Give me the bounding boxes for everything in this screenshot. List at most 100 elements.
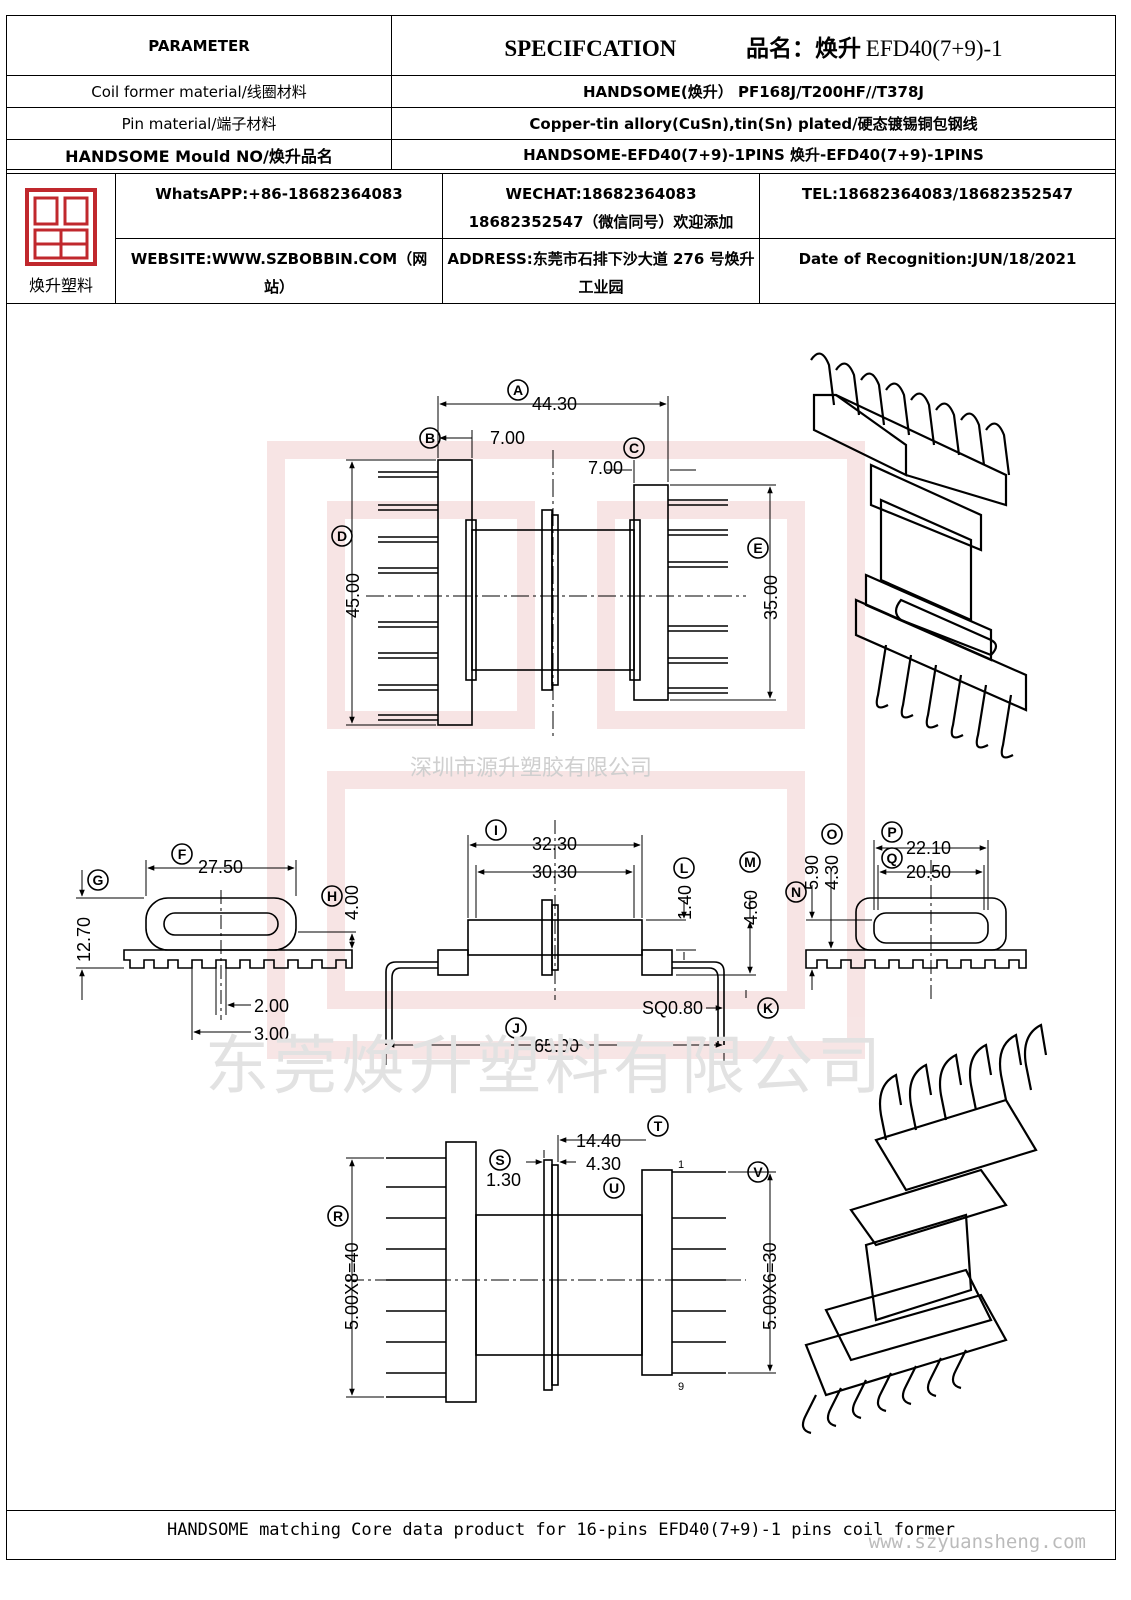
- header-table: PARAMETER SPECIFCATION 品名：焕升 EFD40(7+9)-…: [6, 15, 1116, 170]
- company-info-table: 焕升塑料 WhatsAPP:+86-18682364083 WECHAT:186…: [6, 173, 1116, 304]
- coil-material-value: HANDSOME(焕升） PF168J/T200HF//T378J: [391, 75, 1116, 108]
- spec-title: SPECIFCATION: [504, 35, 677, 61]
- callout-p-circle: [881, 821, 903, 843]
- callout-c-circle: [623, 437, 645, 459]
- callout-u-circle: [603, 1177, 625, 1199]
- product-prefix: 品名：焕升: [745, 35, 861, 61]
- dim-f-value: 27.50: [198, 857, 243, 877]
- dim-b-value: 7.00: [490, 428, 525, 448]
- parameter-heading: PARAMETER: [6, 15, 392, 76]
- dim-v-value: 5.00X6=30: [760, 1242, 780, 1330]
- callout-k-circle: [757, 997, 779, 1019]
- dim-n-value: 5.90: [802, 855, 822, 890]
- callout-r-circle: [327, 1205, 349, 1227]
- callout-j-label: J: [512, 1020, 520, 1036]
- top-left-pins: [378, 471, 438, 721]
- technical-drawing: 44.30 7.00 7.00 45.00 35.00 27.50 12.70 …: [6, 300, 1116, 1510]
- iso-view-bottom: [801, 1023, 1048, 1435]
- side-view-left: [76, 860, 356, 1040]
- dim-m-value: 4.60: [741, 890, 761, 925]
- callout-m-label: M: [744, 854, 756, 870]
- footer-url: www.szyuansheng.com: [868, 1531, 1086, 1553]
- callout-b-label: B: [425, 430, 435, 446]
- dim-a-value: 44.30: [532, 394, 577, 414]
- top-view: [346, 396, 776, 740]
- callout-d-circle: [331, 525, 353, 547]
- dim-i-value: 32.30: [532, 834, 577, 854]
- pin-material-label: Pin material/端子材料: [6, 107, 392, 140]
- dim-d-value: 45.00: [343, 573, 363, 618]
- callout-o-label: O: [827, 826, 838, 842]
- callout-j-circle: [505, 1017, 527, 1039]
- callout-s-circle: [489, 1149, 511, 1171]
- spec-heading: SPECIFCATION 品名：焕升 EFD40(7+9)-1: [391, 15, 1116, 76]
- callout-q-circle: [881, 847, 903, 869]
- logo-cell: 焕升塑料: [6, 173, 116, 304]
- dim-g-value: 12.70: [74, 917, 94, 962]
- callout-a-circle: [507, 379, 529, 401]
- dim-h-value: 4.00: [342, 885, 362, 920]
- date-cell: Date of Recognition:JUN/18/2021: [759, 238, 1116, 304]
- bottom-left-pins: [386, 1157, 446, 1398]
- watermark-small: 深圳市源升塑胶有限公司: [410, 756, 653, 781]
- callout-n-label: N: [791, 884, 801, 900]
- callout-i-label: I: [494, 822, 498, 838]
- callout-f-label: F: [178, 846, 187, 862]
- callout-t-circle: [647, 1115, 669, 1137]
- dim-s-value: 1.30: [486, 1170, 521, 1190]
- callout-g-label: G: [93, 872, 104, 888]
- bottom-right-pins: [672, 1171, 726, 1374]
- wechat-cell: WECHAT:18682364083 18682352547（微信同号）欢迎添加: [442, 173, 760, 239]
- dim-p-value: 22.10: [906, 838, 951, 858]
- callout-n-circle: [785, 881, 807, 903]
- dim-pin-width: 2.00: [254, 996, 289, 1016]
- callout-v-label: V: [753, 1164, 763, 1180]
- drawing-svg: 44.30 7.00 7.00 45.00 35.00 27.50 12.70 …: [74, 352, 1048, 1435]
- callout-l-label: L: [680, 860, 689, 876]
- watermark-large: 东莞焕升塑料有限公司: [205, 1030, 885, 1104]
- callout-a-label: A: [513, 382, 523, 398]
- footer: HANDSOME matching Core data product for …: [6, 1510, 1116, 1560]
- pin-material-value: Copper-tin allory(CuSn),tin(Sn) plated/硬…: [391, 107, 1116, 140]
- callout-v-circle: [747, 1161, 769, 1183]
- product-name: EFD40(7+9)-1: [865, 35, 1003, 61]
- callout-d-label: D: [337, 528, 347, 544]
- top-right-pins: [668, 499, 728, 694]
- callout-i-circle: [485, 819, 507, 841]
- dim-o-value: 4.30: [822, 855, 842, 890]
- callout-o-circle: [821, 823, 843, 845]
- callout-q-label: Q: [887, 850, 898, 866]
- side-view-right: [805, 840, 1027, 1000]
- mould-no-label: HANDSOME Mould NO/焕升品名: [6, 139, 392, 170]
- dim-j-value: 65.00: [534, 1036, 579, 1056]
- callout-u-label: U: [609, 1180, 619, 1196]
- callout-p-label: P: [887, 824, 896, 840]
- mould-no-value: HANDSOME-EFD40(7+9)-1PINS 焕升-EFD40(7+9)-…: [391, 139, 1116, 170]
- dim-e-value: 35.00: [761, 575, 781, 620]
- address-cell: ADDRESS:东莞市石排下沙大道 276 号焕升工业园: [442, 238, 760, 304]
- dim-pin-pitch: 3.00: [254, 1024, 289, 1044]
- footer-text: HANDSOME matching Core data product for …: [166, 1520, 956, 1540]
- callout-r-label: R: [333, 1208, 343, 1224]
- callout-c-label: C: [629, 440, 639, 456]
- whatsapp-cell: WhatsAPP:+86-18682364083: [115, 173, 443, 239]
- dim-k-value: SQ0.80: [642, 998, 703, 1018]
- callout-f-circle: [171, 843, 193, 865]
- callout-g-circle: [87, 869, 109, 891]
- dim-t-value: 14.40: [576, 1131, 621, 1151]
- iso-view-top: [810, 352, 1028, 759]
- dim-q-value: 20.50: [906, 862, 951, 882]
- callout-l-circle: [673, 857, 695, 879]
- callout-e-circle: [747, 537, 769, 559]
- callout-t-label: T: [654, 1118, 663, 1134]
- callout-b-circle: [419, 427, 441, 449]
- coil-material-label: Coil former material/线圈材料: [6, 75, 392, 108]
- handsome-logo-icon: [25, 188, 97, 266]
- website-cell: WEBSITE:WWW.SZBOBBIN.COM（网站）: [115, 238, 443, 304]
- callout-s-label: S: [495, 1152, 504, 1168]
- dim-i2-value: 30.30: [532, 862, 577, 882]
- pin-mark-last: 9: [678, 1381, 684, 1393]
- dim-u-value: 4.30: [586, 1154, 621, 1174]
- callout-h-circle: [321, 885, 343, 907]
